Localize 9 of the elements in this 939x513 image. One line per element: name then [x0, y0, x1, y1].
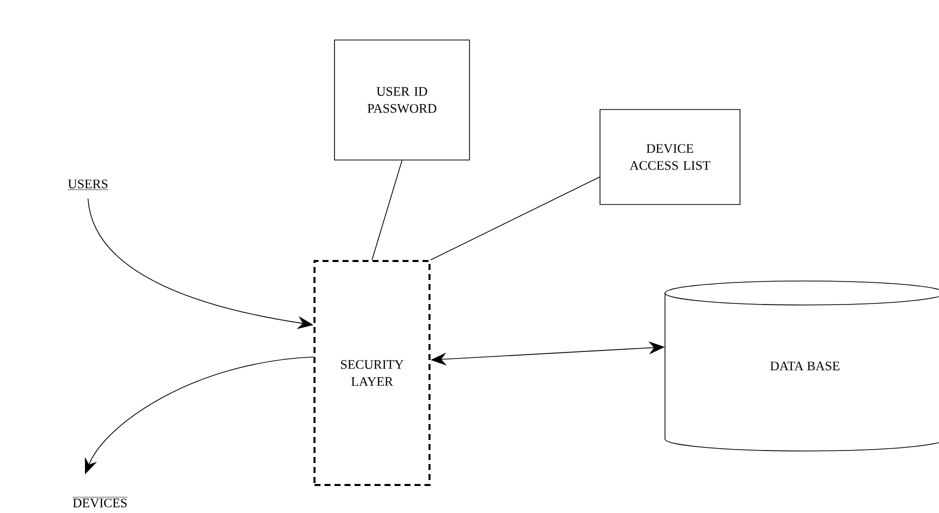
node-label: DATA BASE [770, 362, 840, 370]
underlined-label: USERS [68, 180, 108, 190]
connector-line [430, 176, 600, 260]
database-cylinder: DATA BASE [664, 280, 939, 452]
text-box: DEVICE ACCESS LIST [600, 109, 740, 205]
connector-line [372, 160, 402, 260]
text-box: USER ID PASSWORD [334, 40, 470, 160]
overlined-label: DEVICES [72, 496, 128, 508]
dashed-box: SECURITY LAYER [314, 260, 430, 486]
